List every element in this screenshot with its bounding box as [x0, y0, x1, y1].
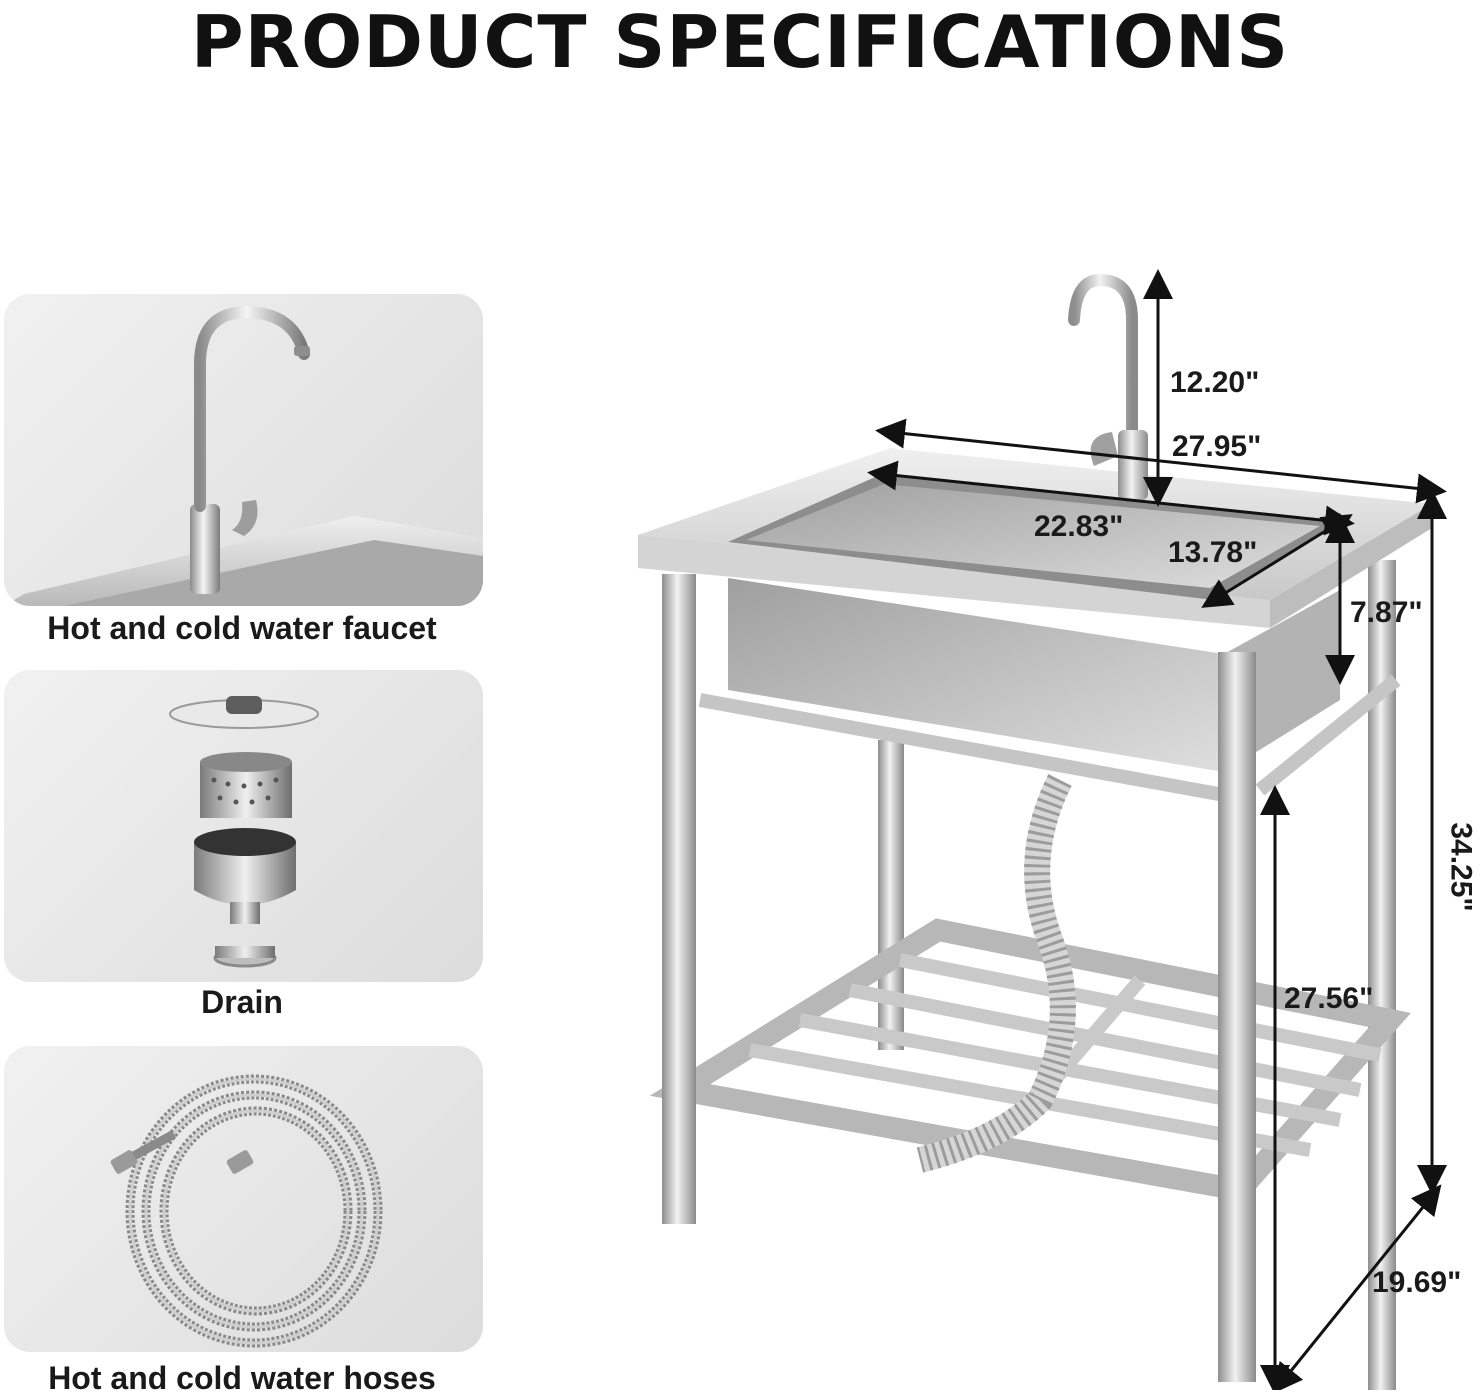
dim-overall-width: 27.95": [1172, 430, 1262, 463]
drain-panel: [4, 670, 483, 982]
page-title: PRODUCT SPECIFICATIONS: [190, 0, 1290, 84]
dim-basin-depth: 7.87": [1350, 596, 1423, 629]
dim-faucet-height: 12.20": [1170, 366, 1260, 399]
dim-basin-width: 22.83": [1034, 510, 1124, 543]
hose-icon: [110, 1074, 383, 1348]
dim-leg-height: 27.56": [1284, 982, 1374, 1015]
drain-caption: Drain: [201, 984, 283, 1020]
faucet-icon: [4, 305, 483, 606]
sink-illustration: [638, 269, 1447, 1390]
dim-overall-height: 34.25": [1444, 822, 1478, 912]
drain-icon: [169, 696, 319, 968]
dim-overall-depth: 19.69": [1372, 1266, 1462, 1299]
hose-caption: Hot and cold water hoses: [48, 1360, 436, 1396]
dim-basin-length: 13.78": [1168, 536, 1258, 569]
hose-panel: [4, 1046, 483, 1352]
faucet-caption: Hot and cold water faucet: [47, 610, 437, 646]
faucet-panel: [4, 294, 483, 606]
